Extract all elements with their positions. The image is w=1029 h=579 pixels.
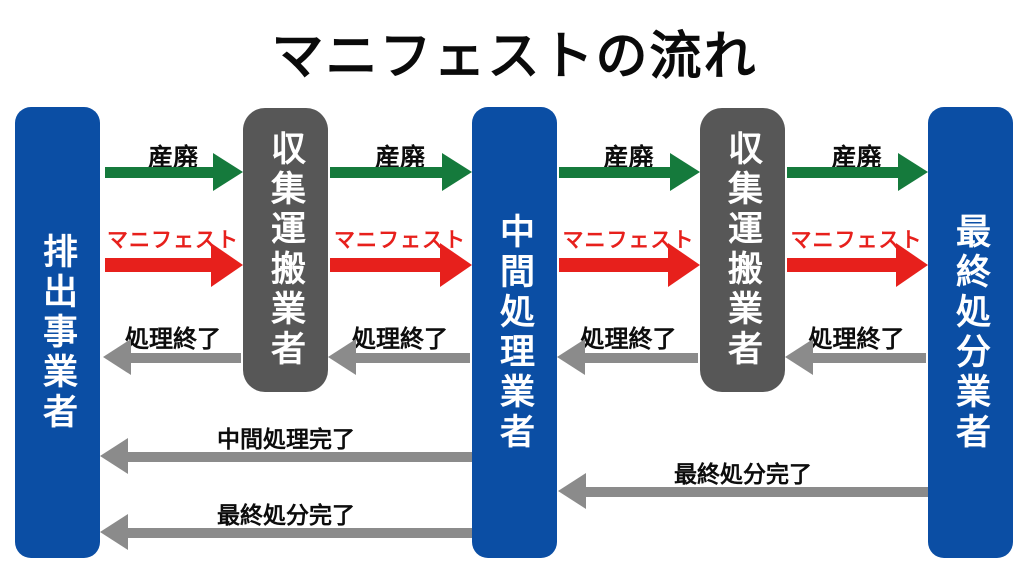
arrow-waste-3: 産廃 — [557, 138, 700, 196]
arrow-waste-2: 産廃 — [328, 138, 472, 196]
arrow-processing-done-2: 処理終了 — [328, 319, 472, 377]
pillar-intermediate-processor: 中間処理業者 — [472, 107, 557, 558]
right-arrowhead-icon — [896, 243, 928, 287]
right-arrowhead-icon — [211, 243, 243, 287]
diagram-title: マニフェストの流れ — [271, 29, 758, 86]
arrow-shaft — [582, 487, 928, 497]
arrow-shaft — [330, 258, 446, 272]
pillar-label: 最終処分業者 — [951, 212, 990, 453]
arrow-final-complete-to-intermediate: 最終処分完了 — [558, 455, 928, 513]
pillar-label: 収集運搬業者 — [723, 130, 762, 370]
pillar-label: 排出事業者 — [38, 232, 77, 433]
left-arrowhead-icon — [785, 339, 813, 375]
right-arrowhead-icon — [442, 153, 472, 191]
arrow-shaft — [787, 167, 904, 178]
left-arrowhead-icon — [103, 339, 131, 375]
arrow-manifest-3: マニフェスト — [557, 224, 700, 290]
arrow-shaft — [105, 167, 219, 178]
arrow-label: 処理終了 — [580, 327, 677, 353]
right-arrowhead-icon — [668, 243, 700, 287]
right-arrowhead-icon — [670, 153, 700, 191]
arrow-shaft — [787, 258, 902, 272]
arrow-manifest-2: マニフェスト — [328, 224, 472, 290]
arrow-final-complete-to-generator: 最終処分完了 — [100, 496, 472, 554]
arrow-shaft — [559, 167, 676, 178]
arrow-shaft — [559, 258, 674, 272]
arrow-intermediate-complete: 中間処理完了 — [100, 420, 472, 478]
right-arrowhead-icon — [898, 153, 928, 191]
arrow-label: 処理終了 — [808, 327, 905, 353]
arrow-label: 処理終了 — [125, 327, 221, 353]
arrow-processing-done-1: 処理終了 — [103, 319, 243, 377]
pillar-waste-generator: 排出事業者 — [15, 107, 100, 558]
pillar-collection-transport-1: 収集運搬業者 — [243, 108, 328, 392]
arrow-shaft — [105, 258, 217, 272]
arrow-shaft — [127, 353, 241, 363]
left-arrowhead-icon — [100, 438, 128, 474]
left-arrowhead-icon — [557, 339, 585, 375]
arrow-waste-4: 産廃 — [785, 138, 928, 196]
right-arrowhead-icon — [440, 243, 472, 287]
arrow-shaft — [330, 167, 448, 178]
arrow-manifest-4: マニフェスト — [785, 224, 928, 290]
arrow-manifest-1: マニフェスト — [103, 224, 243, 290]
pillar-final-disposal: 最終処分業者 — [928, 107, 1013, 558]
left-arrowhead-icon — [100, 514, 128, 550]
pillar-label: 中間処理業者 — [495, 212, 534, 453]
left-arrowhead-icon — [558, 473, 586, 509]
arrow-processing-done-4: 処理終了 — [785, 319, 928, 377]
arrow-shaft — [352, 353, 470, 363]
arrow-shaft — [809, 353, 926, 363]
arrow-shaft — [581, 353, 698, 363]
arrow-label: 中間処理完了 — [217, 427, 355, 452]
arrow-shaft — [124, 452, 472, 462]
pillar-label: 収集運搬業者 — [266, 130, 305, 370]
arrow-label: 処理終了 — [352, 327, 448, 353]
pillar-collection-transport-2: 収集運搬業者 — [700, 108, 785, 392]
arrow-processing-done-3: 処理終了 — [557, 319, 700, 377]
left-arrowhead-icon — [328, 339, 356, 375]
arrow-label: 最終処分完了 — [217, 503, 355, 528]
right-arrowhead-icon — [213, 153, 243, 191]
arrow-waste-1: 産廃 — [103, 138, 243, 196]
arrow-shaft — [124, 528, 472, 538]
arrow-label: 最終処分完了 — [674, 462, 812, 487]
